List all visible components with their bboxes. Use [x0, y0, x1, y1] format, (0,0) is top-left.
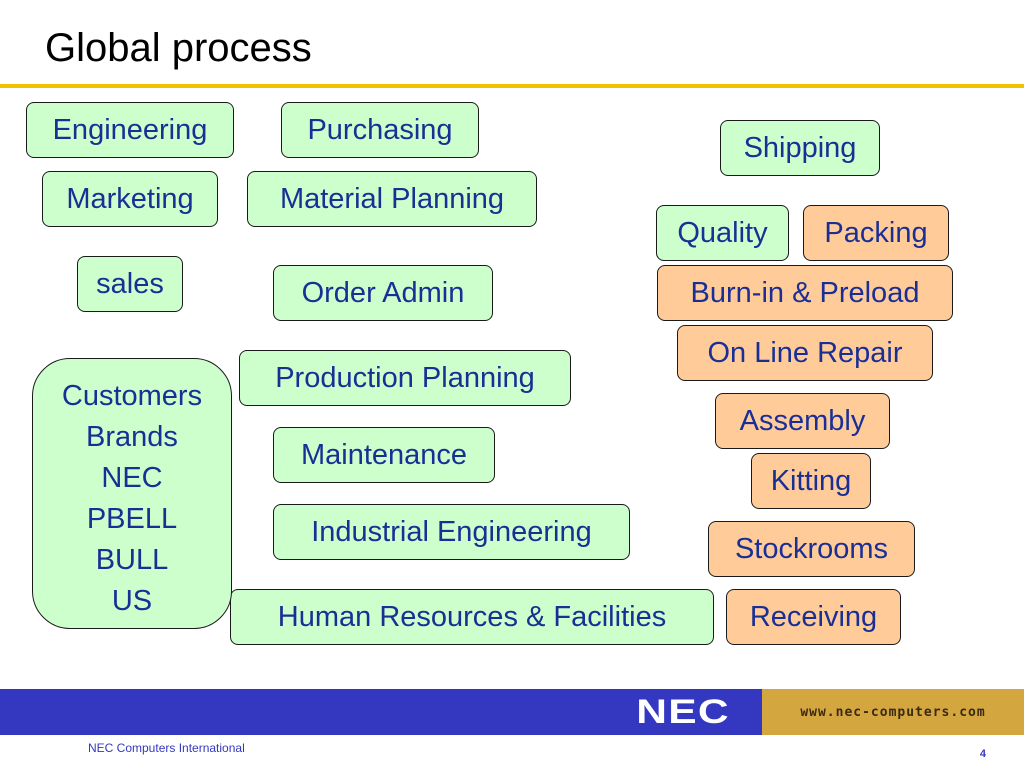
box-industrial-engineering: Industrial Engineering [273, 504, 630, 560]
box-engineering: Engineering [26, 102, 234, 158]
banner-blue-section: NEC [0, 689, 762, 735]
banner-gold-section: www.nec-computers.com [762, 689, 1024, 735]
box-kitting: Kitting [751, 453, 871, 509]
footer-company: NEC Computers International [88, 741, 245, 755]
box-burn-in-preload: Burn-in & Preload [657, 265, 953, 321]
box-maintenance: Maintenance [273, 427, 495, 483]
customers-line: Brands [86, 421, 178, 453]
nec-logo: NEC [636, 693, 730, 731]
box-packing: Packing [803, 205, 949, 261]
box-order-admin: Order Admin [273, 265, 493, 321]
box-human-resources-facilities: Human Resources & Facilities [230, 589, 714, 645]
box-marketing: Marketing [42, 171, 218, 227]
customers-line: BULL [95, 544, 169, 576]
box-shipping: Shipping [720, 120, 880, 176]
box-on-line-repair: On Line Repair [677, 325, 933, 381]
box-purchasing: Purchasing [281, 102, 479, 158]
box-assembly: Assembly [715, 393, 890, 449]
page-number: 4 [979, 748, 986, 760]
customers-line: Customers [61, 380, 203, 412]
banner-url: www.nec-computers.com [800, 704, 986, 720]
slide-title: Global process [45, 26, 312, 70]
box-production-planning: Production Planning [239, 350, 571, 406]
footer-banner: NEC www.nec-computers.com [0, 689, 1024, 735]
customers-line: US [111, 585, 153, 617]
box-material-planning: Material Planning [247, 171, 537, 227]
box-quality: Quality [656, 205, 789, 261]
box-stockrooms: Stockrooms [708, 521, 915, 577]
box-sales: sales [77, 256, 183, 312]
box-receiving: Receiving [726, 589, 901, 645]
title-underline [0, 84, 1024, 88]
customers-line: PBELL [86, 503, 178, 535]
customers-line: NEC [101, 462, 163, 494]
customers-box: Customers Brands NEC PBELL BULL US [32, 358, 232, 629]
